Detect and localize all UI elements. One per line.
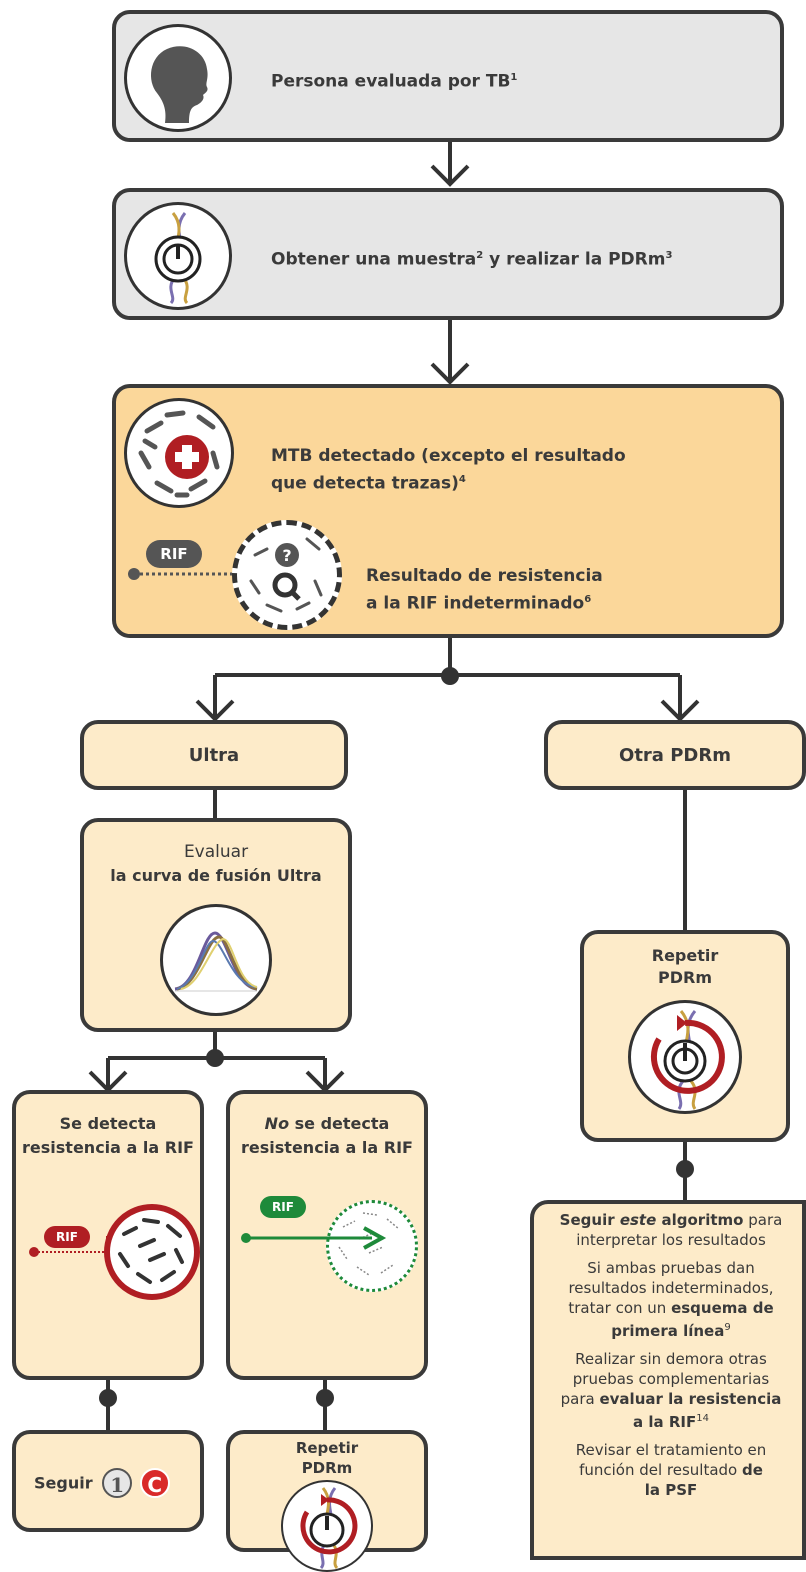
resistance-not-detected-box: No se detecta resistencia a la RIF RIF: [226, 1090, 428, 1380]
repeat-pdrm-left-box: Repetir PDRm: [226, 1430, 428, 1572]
ultra-label: Ultra: [188, 745, 240, 766]
repeat-pdrm-right-box: Repetir PDRm: [580, 930, 790, 1142]
dna-test-icon: [124, 202, 232, 310]
final-text: Seguir este algoritmo para interpretar l…: [538, 1210, 804, 1500]
otra-pdrm-label: Otra PDRm: [619, 745, 731, 766]
resistant-bacteria-icon: [104, 1204, 200, 1300]
mtb-detected-text: MTB detectado (excepto el resultado que …: [271, 446, 626, 494]
se-detecta-line1: Se detecta: [59, 1114, 157, 1133]
step2-text: Obtener una muestra2 y realizar la PDRm3: [271, 249, 673, 270]
final-p2: Si ambas pruebas dan resultados indeterm…: [568, 1259, 774, 1340]
seguir-label: Seguir: [34, 1473, 93, 1493]
final-instructions-box: Seguir este algoritmo para interpretar l…: [530, 1200, 806, 1560]
rif-pass-arrow: [241, 1226, 387, 1250]
follow-box: Seguir 1 C: [12, 1430, 204, 1532]
final-p4: Revisar el tratamiento en función del re…: [575, 1441, 767, 1499]
rif-indeterminate-text: Resultado de resistencia a la RIF indete…: [366, 566, 603, 614]
step1-text: Persona evaluada por TB1: [271, 71, 518, 92]
seguir-row: Seguir 1 C: [34, 1468, 170, 1498]
repetir-left-line1: Repetir: [295, 1439, 359, 1457]
otra-pdrm-box: Otra PDRm: [544, 720, 806, 790]
no-detecta-line1: No se detecta: [264, 1114, 390, 1133]
step-one-badge[interactable]: 1: [102, 1468, 133, 1498]
final-p3: Realizar sin demora otras pruebas comple…: [560, 1350, 782, 1431]
no-detecta-line2: resistencia a la RIF: [241, 1138, 413, 1157]
algorithm-c-badge[interactable]: C: [139, 1468, 170, 1498]
melt-curve-icon: [160, 904, 272, 1016]
rif-badge: RIF: [146, 540, 202, 568]
evaluar-line1: Evaluar: [183, 842, 249, 862]
repetir-left-line2: PDRm: [301, 1459, 353, 1477]
step-mtb-detected: MTB detectado (excepto el resultado que …: [112, 384, 784, 638]
resistance-detected-box: Se detecta resistencia a la RIF RIF: [12, 1090, 204, 1380]
repeat-test-icon-right: [628, 1000, 742, 1114]
repetir-right-line2: PDRm: [658, 968, 712, 987]
repeat-test-icon-left: [281, 1480, 373, 1572]
se-detecta-line2: resistencia a la RIF: [22, 1138, 194, 1157]
evaluate-melt-curve-box: Evaluar la curva de fusión Ultra: [80, 818, 352, 1032]
susceptible-bacteria-icon: [326, 1200, 418, 1292]
person-silhouette-icon: [124, 24, 232, 132]
rif-badge-red: RIF: [44, 1226, 90, 1248]
bacteria-plus-icon: [124, 398, 234, 508]
rif-badge-green: RIF: [260, 1196, 306, 1218]
ultra-box: Ultra: [80, 720, 348, 790]
final-p1: Seguir este algoritmo para interpretar l…: [559, 1211, 783, 1249]
repetir-right-line1: Repetir: [651, 946, 719, 965]
indeterminate-resistance-icon: ?: [232, 520, 342, 630]
step-person-evaluated: Persona evaluada por TB1: [112, 10, 784, 142]
rif-dotted-line: [128, 568, 244, 580]
svg-text:?: ?: [282, 546, 291, 565]
evaluar-line2: la curva de fusión Ultra: [110, 866, 322, 885]
step-obtain-sample: Obtener una muestra2 y realizar la PDRm3: [112, 188, 784, 320]
